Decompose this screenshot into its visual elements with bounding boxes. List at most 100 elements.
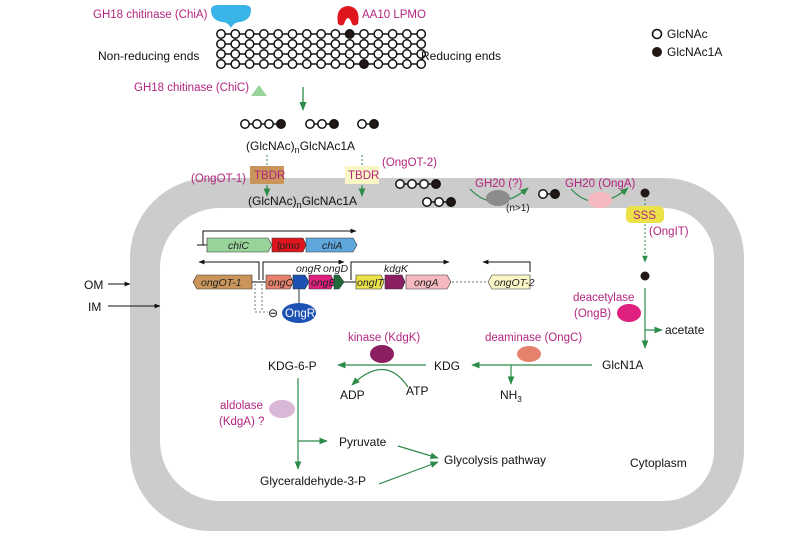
pyruvate-label: Pyruvate [339, 435, 387, 449]
glcnac-residue [301, 59, 312, 69]
glcnac1a-residue [431, 179, 441, 189]
nh3-label: NH3 [500, 388, 522, 404]
g3p-to-glycolysis-arrow [378, 461, 439, 485]
glcnac-residue [244, 59, 255, 69]
glcnac-residue [316, 59, 327, 69]
glcnac1a-residue [276, 119, 286, 129]
glcnac-residue [330, 49, 341, 59]
gene-chic-label: chiC [228, 240, 249, 252]
glcnac-residue [357, 119, 367, 129]
glcnac1a-residue [550, 189, 560, 199]
oligo-periplasm [422, 197, 456, 207]
chia-enzyme-icon [211, 5, 251, 28]
gene-cluster-chic-lpmo-chia: chiC lpmo chiA [197, 228, 358, 253]
glcnac-residue [216, 29, 226, 39]
glcnac-residue [401, 59, 412, 69]
glcnac-residue [301, 29, 312, 39]
gene-chia [305, 237, 358, 253]
periplasmic-oligosaccharides [395, 179, 560, 207]
glcnac-residue [330, 39, 341, 49]
glcnac1a-residue [359, 59, 369, 69]
glcnac-residue [273, 39, 284, 49]
glcnac-residue [273, 59, 284, 69]
gh20-onga-label: GH20 (OngA) [565, 178, 635, 190]
cell-envelope [130, 178, 744, 531]
glcnac-residue [387, 39, 398, 49]
glcnac-residue [301, 39, 312, 49]
glcn1a-label: GlcN1A [602, 358, 643, 372]
glcnac-residue [344, 39, 355, 49]
oligo-periplasm [395, 179, 441, 189]
glcnac-residue [287, 39, 298, 49]
glcnac-residue [330, 29, 341, 39]
gene-ongot1 [192, 274, 253, 290]
kinase-label: kinase (KdgK) [348, 332, 420, 344]
oligo-outside [305, 119, 339, 129]
gene-kdgk [384, 274, 406, 290]
adp-label: ADP [340, 388, 365, 402]
deaminase-enzyme-icon [517, 346, 541, 362]
glcnac-residue [387, 59, 398, 69]
gene-ongb [308, 274, 335, 290]
oligo-product-label-periplasm: (GlcNAc)nGlcNAc1A [248, 194, 357, 210]
glcnac-residue [344, 59, 355, 69]
legend-glcnac1a: GlcNAc1A [667, 45, 722, 59]
glcnac-residue [244, 49, 255, 59]
glcnac-residue [230, 59, 241, 69]
gene-lpmo-label: lpmo [277, 240, 300, 252]
glycolysis-label: Glycolysis pathway [444, 453, 546, 467]
kdg-label: KDG [434, 359, 460, 373]
polymer-chain [216, 39, 427, 49]
sss-transporter-box [626, 206, 664, 223]
gh20-unknown-label: GH20 (?) [475, 178, 522, 190]
tbdr-ongot1-label: TBDR [254, 170, 285, 182]
gene-lpmo [271, 237, 307, 253]
cytoplasm-label: Cytoplasm [630, 456, 687, 470]
lpmo-label: AA10 LPMO [362, 9, 426, 21]
gene-ongc [265, 274, 294, 290]
glcnac-residue [316, 49, 327, 59]
glcnac1a-residue [446, 197, 456, 207]
glcnac-residue [287, 49, 298, 59]
gene-onga-label: ongA [414, 277, 439, 289]
glcnac-residue [387, 29, 398, 39]
glcnac-residue [407, 179, 417, 189]
ongot2-label: (OngOT-2) [382, 157, 437, 169]
glcnac-residue [287, 59, 298, 69]
glcnac-residue [416, 39, 427, 49]
glcnac-residue [273, 29, 284, 39]
glcnac-residue [216, 59, 226, 69]
glcnac-residue [359, 39, 369, 49]
gene-ongb-label: ongB [311, 277, 336, 289]
tbdr-ongot2-label: TBDR [348, 170, 379, 182]
glcnac-residue [252, 119, 262, 129]
gene-kdgk-label: kdgK [384, 263, 409, 275]
gene-ongr [292, 274, 310, 290]
gene-ongit [355, 274, 385, 290]
non-reducing-ends-label: Non-reducing ends [98, 49, 199, 63]
ongr-regulator-label: OngR [285, 308, 315, 320]
glcnac-residue [258, 49, 269, 59]
oligo-outside [357, 119, 379, 129]
glcnac-residue [305, 119, 315, 129]
gene-chia-label: chiA [322, 240, 342, 252]
kdg6p-label: KDG-6-P [268, 359, 317, 373]
aldolase-name: (KdgA) ? [219, 416, 264, 428]
oligo-outside [240, 119, 286, 129]
legend-glcnac: GlcNAc [667, 27, 708, 41]
glcnac1a-residue [369, 119, 379, 129]
gene-ongd-label: ongD [323, 263, 349, 275]
oligo-product-label-outside: (GlcNAc)nGlcNAc1A [246, 139, 355, 155]
gene-ongr-label: ongR [296, 263, 322, 275]
om-label: OM [84, 278, 103, 292]
glcnac-residue [538, 189, 548, 199]
glcnac-residue [359, 49, 369, 59]
glcnac-residue [244, 39, 255, 49]
im-label: IM [88, 300, 101, 314]
sss-label: SSS [633, 210, 656, 222]
glcnac-residue [373, 29, 384, 39]
deaminase-label: deaminase (OngC) [485, 332, 582, 344]
atp-label: ATP [406, 384, 428, 398]
deacetylase-enzyme-icon [617, 304, 641, 322]
